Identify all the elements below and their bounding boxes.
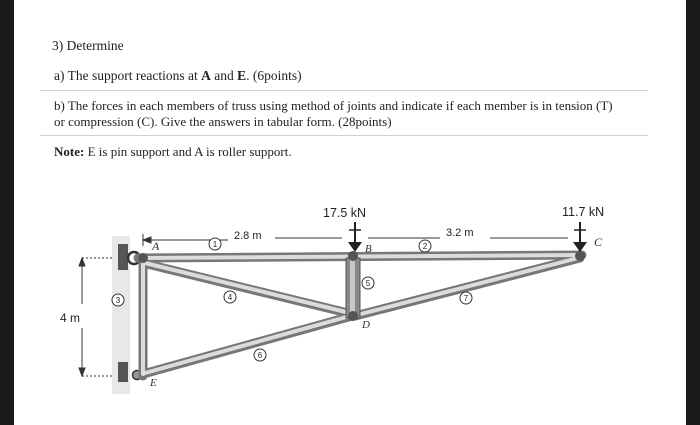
member-4-highlight [143,261,352,315]
member-5-highlight [350,260,355,316]
dim-height-arrow-down [78,367,86,378]
dim-label-height: 4 m [60,311,80,325]
member-6-highlight [143,314,352,375]
part-a-prefix: a) The support reactions at [54,68,202,83]
support-wall [112,236,130,394]
divider [40,90,648,91]
note-label: Note: [54,144,85,159]
joint-label-d: D [361,319,370,331]
member-label-4-circle [223,290,237,304]
joint-c [575,251,585,261]
part-a-suffix: . (6points) [246,68,302,83]
joint-d [348,311,358,321]
dim-label-right: 3.2 m [446,227,474,239]
part-a-joint-e: E [237,68,247,83]
member-7-highlight [355,256,580,317]
member-label-5-circle [361,276,375,290]
member-label-1: 1 [213,240,218,249]
divider [40,135,648,136]
part-b-line1: b) The forces in each members of truss u… [54,98,613,113]
joint-label-e: E [149,377,157,389]
part-a-text: a) The support reactions at A and E. (6p… [54,68,302,84]
member-label-6-circle [253,348,267,362]
dim-arrow-a [141,236,152,244]
joint-label-c: C [594,235,603,249]
member-label-2-circle [418,239,432,253]
dim-label-left: 2.8 m [234,230,262,242]
note-body: E is pin support and A is roller support… [84,144,292,159]
member-label-6: 6 [258,351,263,360]
member-label-4: 4 [228,293,233,302]
joint-a [138,253,148,263]
joint-b [348,251,358,261]
load-label-c: 11.7 kN [562,205,604,219]
member-label-7: 7 [464,294,469,303]
member-label-1-circle [208,237,222,251]
top-chord-highlight [138,253,582,260]
load-label-b: 17.5 kN [323,206,366,220]
load-arrow-b [348,222,362,252]
joint-label-b: B [365,243,372,255]
member-label-5: 5 [366,279,371,288]
member-label-2: 2 [423,242,428,251]
member-label-3: 3 [116,296,121,305]
part-a-joint-a: A [201,68,211,83]
load-arrow-c [573,222,587,252]
member-label-3-circle [111,293,125,307]
dim-height-arrow-up [78,256,86,267]
note-text: Note: E is pin support and A is roller s… [54,144,292,160]
joint-label-a: A [151,239,160,253]
part-b-line2: or compression (C). Give the answers in … [54,114,392,129]
member-label-7-circle [459,291,473,305]
part-a-and: and [210,68,238,83]
question-heading: 3) Determine [52,38,124,53]
